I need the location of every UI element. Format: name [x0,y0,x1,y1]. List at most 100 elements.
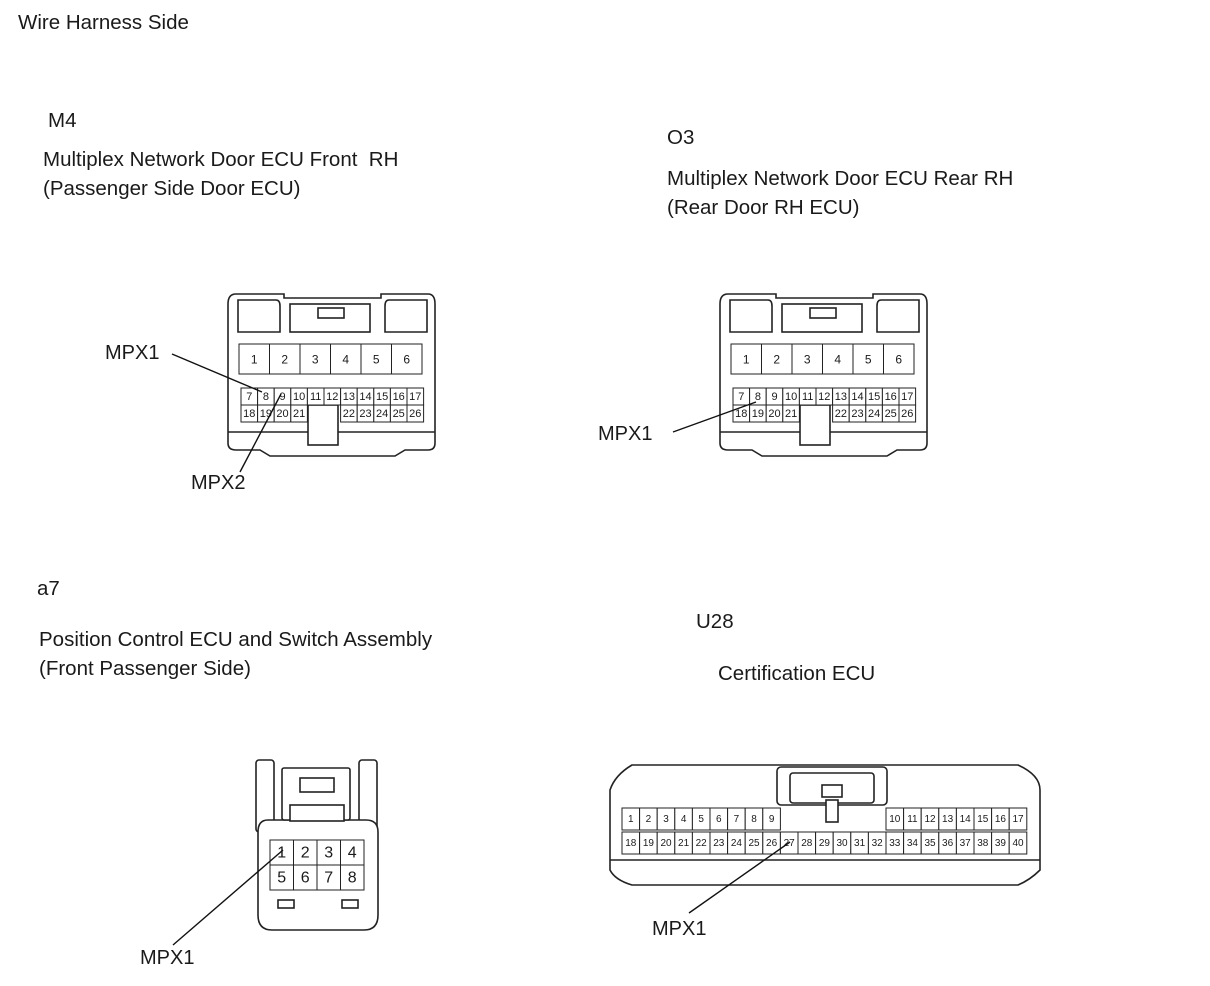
m4-grid-pin-3-label: 3 [312,353,319,367]
o3-grid-pin-24-label: 24 [868,408,880,420]
connector-name-u28: Certification ECU [718,662,876,685]
u28-pin-25-label: 25 [748,838,760,849]
u28-pin-9-cell [762,807,781,831]
m4-grid-pin-21-label: 21 [293,408,305,420]
u28-pin-9-label: 9 [769,814,775,825]
u28-pin-17-label: 17 [1012,814,1024,825]
u28-pin-12-label: 12 [924,814,936,825]
u28-pin-26-label: 26 [766,838,778,849]
u28-pin-21-label: 21 [678,838,690,849]
o3-grid-pin-14-label: 14 [851,391,863,403]
o3-grid-pin-17-label: 17 [901,391,913,403]
o3-grid-pin-1-cell [730,343,762,375]
leader-u28-mpx1 [688,841,791,914]
o3-grid-pin-6-label: 6 [895,353,902,367]
m4-grid-pin-18-label: 18 [243,408,255,420]
m4-grid-pin-12-label: 12 [326,391,338,403]
o3-grid-pin-25-label: 25 [885,408,897,420]
m4-grid-pin-26-cell [406,404,425,423]
leader-a7-mpx1 [172,849,284,946]
connector-code-o3: O3 [667,126,695,149]
o3-grid-pin-15-label: 15 [868,391,880,403]
callout-label-u28-mpx1: MPX1 [652,918,707,940]
u28-pin-36-label: 36 [942,838,954,849]
a7-pin-3-label: 3 [324,845,333,862]
o3-grid-pin-3-label: 3 [804,353,811,367]
m4-grid-pin-5-cell [360,343,392,375]
o3-grid-pin-1-label: 1 [743,353,750,367]
u28-pin-20-label: 20 [660,838,672,849]
m4-grid-pin-11-label: 11 [310,391,321,403]
o3-grid-pin-20-label: 20 [768,408,780,420]
m4-grid-pin-16-label: 16 [393,391,405,403]
u28-pin-4-label: 4 [681,814,687,825]
m4-grid-pin-1-cell [238,343,270,375]
o3-grid-pin-4-label: 4 [834,353,841,367]
connector-m4-body [227,293,436,457]
u28-pin-38-label: 38 [977,838,989,849]
callout-label-a7-mpx1: MPX1 [140,947,195,969]
u28-pin-30-label: 30 [836,838,848,849]
o3-grid-pin-2-label: 2 [773,353,780,367]
a7-pin-6-label: 6 [301,870,310,887]
u28-pin-17-cell [1008,807,1028,831]
u28-pin-29-label: 29 [819,838,831,849]
u28-pin-31-label: 31 [854,838,866,849]
connector-name-m4-line2: (Passenger Side Door ECU) [43,177,301,200]
u28-pin-7-label: 7 [734,814,740,825]
u28-pin-27-label: 27 [784,838,796,849]
m4-grid-pin-17-label: 17 [409,391,421,403]
a7-pin-8-cell [340,864,365,891]
o3-grid-pin-13-label: 13 [835,391,847,403]
m4-grid-pin-2-cell [269,343,301,375]
connector-u28-body [609,764,1041,886]
connector-name-a7-line2: (Front Passenger Side) [39,657,251,680]
o3-grid-pin-16-label: 16 [885,391,897,403]
u28-pin-5-label: 5 [698,814,704,825]
callout-label-o3-mpx1: MPX1 [598,423,653,445]
m4-grid-pin-4-label: 4 [342,353,349,367]
o3-grid-pin-22-label: 22 [835,408,847,420]
u28-pin-33-label: 33 [889,838,901,849]
o3-grid-pin-21-label: 21 [785,408,797,420]
u28-pin-28-label: 28 [801,838,813,849]
m4-grid-pin-8-label: 8 [263,391,269,403]
u28-pin-14-label: 14 [960,814,972,825]
u28-pin-6-label: 6 [716,814,722,825]
o3-grid-pin-26-label: 26 [901,408,913,420]
u28-pin-16-label: 16 [995,814,1007,825]
m4-grid-pin-5-label: 5 [373,353,380,367]
m4-grid-pin-13-label: 13 [343,391,355,403]
a7-pin-7-label: 7 [324,870,333,887]
o3-grid-pin-18-label: 18 [735,408,747,420]
u28-pin-35-label: 35 [924,838,936,849]
o3-grid-pin-7-label: 7 [738,391,744,403]
a7-pin-8-label: 8 [348,870,357,887]
o3-grid-pin-10-label: 10 [785,391,797,403]
m4-grid-pin-3-cell [299,343,331,375]
u28-pin-10-label: 10 [889,814,901,825]
page-title: Wire Harness Side [18,11,189,34]
m4-grid-pin-15-label: 15 [376,391,388,403]
u28-pin-8-label: 8 [751,814,757,825]
o3-grid-pin-23-label: 23 [851,408,863,420]
m4-grid-pin-20-label: 20 [276,408,288,420]
m4-grid-pin-24-label: 24 [376,408,388,420]
connector-code-a7: a7 [37,577,60,600]
connector-o3-body [719,293,928,457]
connector-name-a7-line1: Position Control ECU and Switch Assembly [39,628,433,651]
connector-code-u28: U28 [696,610,734,633]
o3-grid-pin-5-label: 5 [865,353,872,367]
m4-grid-pin-1-label: 1 [251,353,258,367]
u28-pin-22-label: 22 [696,838,708,849]
m4-grid-pin-9-label: 9 [279,391,285,403]
callout-label-m4-mpx2: MPX2 [191,472,246,494]
a7-pin-2-label: 2 [301,845,310,862]
leader-o3-mpx1 [672,401,757,433]
u28-pin-18-label: 18 [625,838,637,849]
o3-grid-pin-26-cell [898,404,917,423]
m4-grid-pin-22-label: 22 [343,408,355,420]
u28-pin-37-label: 37 [960,838,972,849]
u28-pin-34-label: 34 [907,838,919,849]
